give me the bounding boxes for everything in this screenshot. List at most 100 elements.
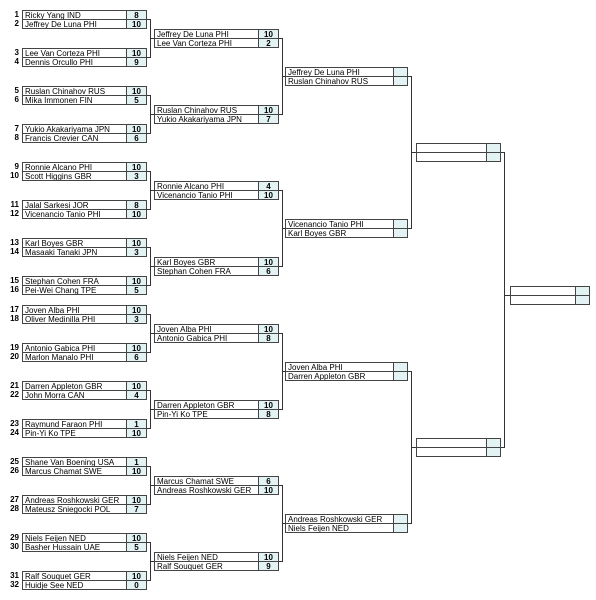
player-score: 8 bbox=[259, 410, 278, 419]
player-score bbox=[576, 287, 589, 295]
player-score: 6 bbox=[259, 267, 278, 276]
player-score bbox=[487, 153, 500, 161]
bracket-connector bbox=[504, 295, 510, 296]
player-score bbox=[487, 439, 500, 447]
player-score: 8 bbox=[127, 11, 146, 20]
seed-number: 29 bbox=[10, 533, 19, 542]
player-name: Ronnie Alcano PHI bbox=[155, 182, 259, 190]
player-score: 10 bbox=[127, 49, 146, 58]
player-name: Pei-Wei Chang TPE bbox=[23, 286, 127, 294]
player-name: Vicenancio Tanio PHI bbox=[155, 191, 259, 199]
player-name: Niels Feijen NED bbox=[155, 553, 259, 561]
match-slot bbox=[510, 295, 590, 305]
seed-number: 3 bbox=[14, 48, 19, 57]
seed-number: 4 bbox=[14, 57, 19, 66]
player-name: Joven Alba PHI bbox=[286, 363, 394, 371]
bracket-connector bbox=[147, 580, 151, 581]
bracket-connector bbox=[150, 561, 154, 562]
player-name: Marlon Manalo PHI bbox=[23, 353, 127, 361]
bracket-connector bbox=[504, 152, 505, 448]
bracket-connector bbox=[150, 333, 154, 334]
bracket-connector bbox=[282, 228, 285, 229]
seed-number: 24 bbox=[10, 428, 19, 437]
seed-number: 16 bbox=[10, 285, 19, 294]
player-name: Joven Alba PHI bbox=[155, 325, 259, 333]
player-name: Ruslan Chinahov RUS bbox=[286, 77, 394, 85]
player-score bbox=[394, 220, 407, 228]
player-name: Darren Appleton GBR bbox=[155, 401, 259, 409]
bracket-connector bbox=[279, 190, 283, 191]
player-score: 10 bbox=[127, 239, 146, 248]
bracket-connector bbox=[147, 390, 151, 391]
bracket-connector bbox=[279, 38, 283, 39]
player-score: 9 bbox=[127, 58, 146, 67]
player-name: Basher Hussain UAE bbox=[23, 543, 127, 551]
bracket-connector bbox=[147, 19, 151, 20]
bracket-connector bbox=[282, 371, 285, 372]
bracket-connector bbox=[501, 152, 505, 153]
seed-number: 10 bbox=[10, 171, 19, 180]
seed-number: 1 bbox=[14, 10, 19, 19]
bracket-connector bbox=[279, 114, 283, 115]
player-name: Vicenancio Tanio PHI bbox=[23, 210, 127, 218]
player-name: Darren Appleton GBR bbox=[23, 382, 127, 390]
match-slot: Karl Boyes GBR bbox=[285, 228, 408, 238]
seed-number: 30 bbox=[10, 542, 19, 551]
bracket-connector bbox=[150, 190, 154, 191]
player-score: 6 bbox=[259, 477, 278, 486]
player-score: 4 bbox=[259, 182, 278, 191]
player-score: 10 bbox=[127, 306, 146, 315]
seed-number: 27 bbox=[10, 495, 19, 504]
player-name: Masaaki Tanaki JPN bbox=[23, 248, 127, 256]
player-name: Ruslan Chinahov RUS bbox=[155, 106, 259, 114]
player-name: Antonio Gabica PHI bbox=[23, 344, 127, 352]
player-score: 10 bbox=[127, 20, 146, 29]
player-score: 10 bbox=[127, 572, 146, 581]
seed-number: 7 bbox=[14, 124, 19, 133]
bracket-connector bbox=[408, 371, 412, 372]
bracket-connector bbox=[147, 504, 151, 505]
bracket-connector bbox=[150, 114, 154, 115]
match-slot: Niels Feijen NED bbox=[285, 523, 408, 533]
player-score: 7 bbox=[127, 505, 146, 514]
player-name: Niels Feijen NED bbox=[286, 524, 394, 532]
seed-number: 26 bbox=[10, 466, 19, 475]
bracket-connector bbox=[147, 285, 151, 286]
player-name: Joven Alba PHI bbox=[23, 306, 127, 314]
player-score: 10 bbox=[259, 486, 278, 495]
player-name: Pin-Yi Ko TPE bbox=[23, 429, 127, 437]
player-score: 10 bbox=[127, 344, 146, 353]
player-name: Huidje See NED bbox=[23, 581, 127, 589]
player-name: Yukio Akakariyama JPN bbox=[23, 125, 127, 133]
player-score: 9 bbox=[259, 562, 278, 571]
player-score bbox=[394, 68, 407, 76]
player-name: Jeffrey De Luna PHI bbox=[286, 68, 394, 76]
player-name bbox=[417, 153, 487, 161]
player-name bbox=[511, 287, 576, 295]
player-name: Ralf Souquet GER bbox=[23, 572, 127, 580]
player-name: Karl Boyes GBR bbox=[286, 229, 394, 237]
bracket-connector bbox=[501, 447, 505, 448]
bracket-connector bbox=[408, 523, 412, 524]
player-score: 8 bbox=[259, 334, 278, 343]
match-slot bbox=[416, 152, 501, 162]
seed-number: 13 bbox=[10, 238, 19, 247]
seed-number: 14 bbox=[10, 247, 19, 256]
player-score bbox=[394, 515, 407, 523]
player-name: Niels Feijen NED bbox=[23, 534, 127, 542]
player-name: Yukio Akakariyama JPN bbox=[155, 115, 259, 123]
